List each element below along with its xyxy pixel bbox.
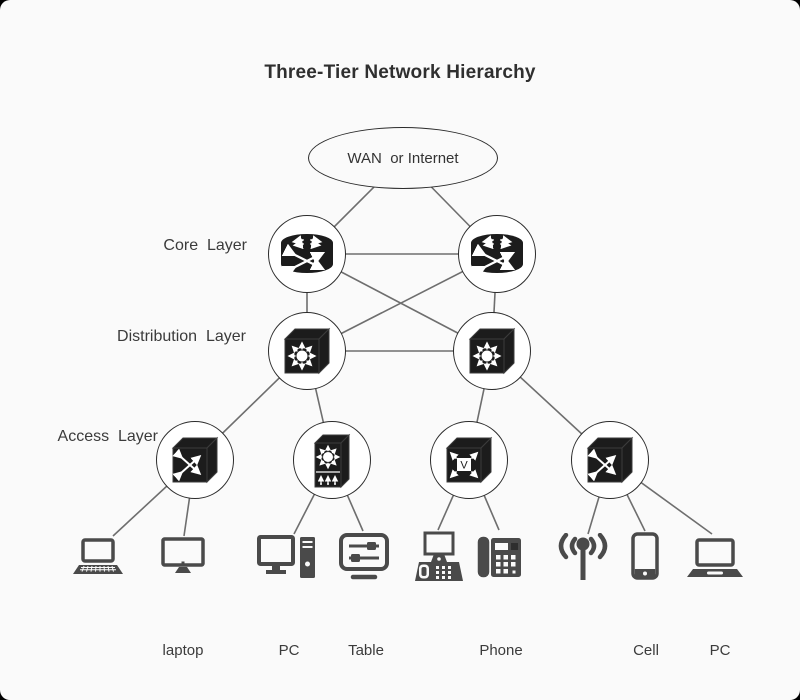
core-router-1[interactable] <box>268 215 346 293</box>
distribution-switch-1[interactable] <box>268 312 346 390</box>
multilayer-switch-icon <box>468 327 516 375</box>
access-layer-label: Access Layer <box>57 428 158 445</box>
wan-cloud-label: WAN or Internet <box>347 149 459 167</box>
label-line: Cell <box>633 642 659 659</box>
antenna-device[interactable] <box>552 533 614 581</box>
cell-phone-device[interactable] <box>629 531 661 581</box>
label-line: laptop <box>162 642 204 659</box>
label-cell-phone: Cell Phone <box>624 603 667 700</box>
monitor-device[interactable] <box>160 536 206 576</box>
core-layer-label: Core Layer <box>163 237 247 254</box>
laptop-icon <box>687 538 743 577</box>
label-pc-right: PC <box>710 603 731 698</box>
laptop-icon <box>73 538 123 574</box>
distribution-switch-2[interactable] <box>453 312 531 390</box>
access-switch-3[interactable]: V <box>430 421 508 499</box>
desk-phone-icon <box>476 535 521 579</box>
label-line: Table <box>348 642 384 659</box>
access-switch-2[interactable] <box>293 421 371 499</box>
router-icon <box>471 234 523 277</box>
access-switch-4[interactable] <box>571 421 649 499</box>
antenna-icon <box>558 533 608 580</box>
monitor-icon <box>161 537 205 573</box>
page-title: Three-Tier Network Hierarchy <box>264 62 536 83</box>
desktop-pc-left[interactable] <box>256 534 320 582</box>
workgroup-switch-icon <box>171 436 219 484</box>
multilayer-switch-icon <box>283 327 331 375</box>
laptop-device[interactable] <box>70 537 126 579</box>
access-switch-1[interactable] <box>156 421 234 499</box>
label-line: PC <box>709 642 731 659</box>
laptop-pc-right[interactable] <box>687 538 743 580</box>
video-phone[interactable] <box>410 531 466 583</box>
router-icon <box>281 234 333 277</box>
wan-cloud[interactable]: WAN or Internet <box>308 127 498 189</box>
label-table-device: Table Device <box>343 603 389 700</box>
desktop-pc-icon <box>257 535 315 578</box>
distribution-layer-label: Distribution Layer <box>117 328 246 345</box>
voice-switch-letter: V <box>460 460 468 472</box>
smartphone-icon <box>631 532 659 580</box>
label-laptop-device: laptop Device <box>160 603 206 700</box>
video-phone-icon <box>415 531 463 581</box>
label-line: Phone <box>479 642 523 659</box>
label-line: PC <box>278 642 300 659</box>
label-phone: Phone <box>479 603 522 698</box>
table-device[interactable] <box>336 532 392 582</box>
desk-phone[interactable] <box>474 534 524 580</box>
voice-switch-icon: V <box>445 436 493 484</box>
tablet-controls-icon <box>339 533 389 580</box>
core-router-2[interactable] <box>458 215 536 293</box>
workgroup-switch-icon <box>586 436 634 484</box>
hub-switch-icon <box>313 433 351 489</box>
label-pc-left: PC <box>279 603 300 698</box>
